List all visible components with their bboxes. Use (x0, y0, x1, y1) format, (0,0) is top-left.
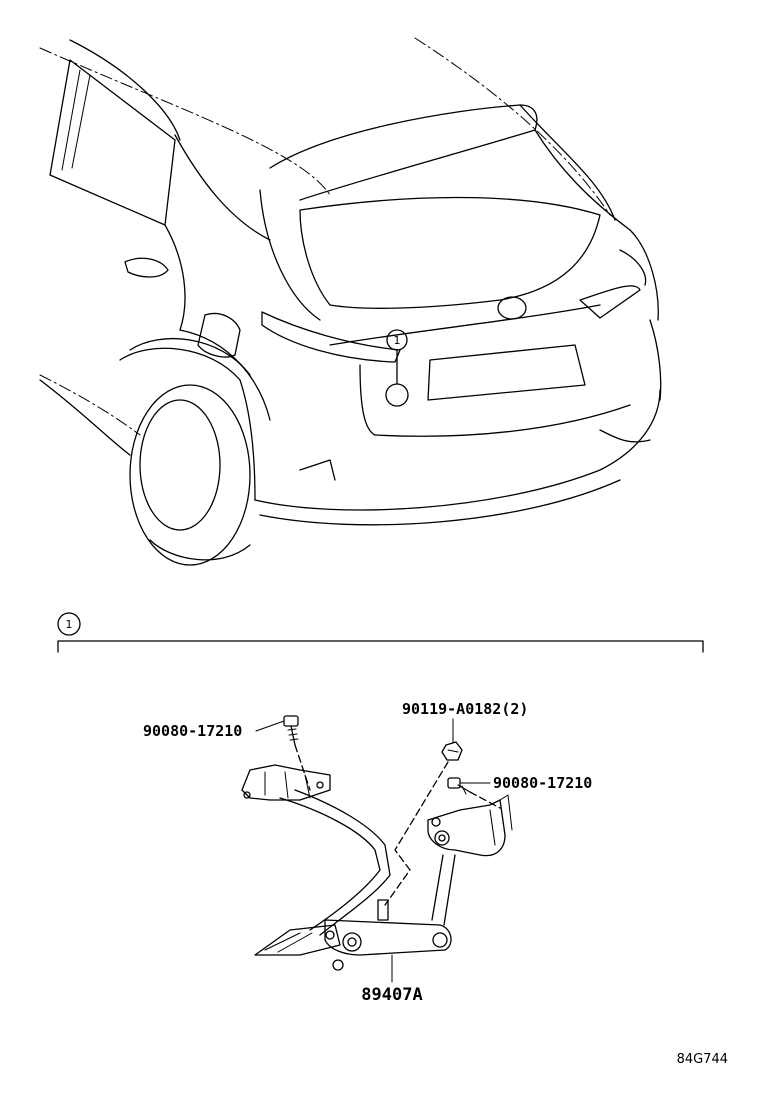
vehicle-rear-illustration (39, 37, 662, 566)
callout-marker-section (57, 612, 81, 636)
part-label-bolt-left[interactable]: 90080-17210 (143, 720, 285, 740)
callout-number-vehicle: 1 (394, 334, 401, 347)
callout-number-section: 1 (66, 618, 73, 631)
part-number-bolt-left: 90080-17210 (143, 722, 242, 740)
part-label-nut[interactable]: 90119-A0182(2) (402, 700, 528, 744)
vehicle-callout[interactable]: 1 (385, 329, 409, 407)
section-bracket (57, 640, 704, 653)
part-number-nut: 90119-A0182(2) (402, 700, 528, 718)
part-label-sensor-assembly[interactable]: 89407A (361, 954, 423, 1005)
part-number-bolt-right: 90080-17210 (493, 774, 592, 792)
bolt-left-icon (283, 715, 311, 791)
part-label-bolt-right[interactable]: 90080-17210 (459, 774, 592, 792)
section-header: 1 (57, 612, 704, 653)
part-number-sensor-assembly: 89407A (361, 985, 422, 1005)
sensor-location-marker (385, 383, 409, 407)
height-sensor-illustration (241, 715, 513, 971)
diagram-code: 84G744 (677, 1052, 728, 1067)
nut-icon (441, 741, 463, 761)
bolt-right-icon (447, 777, 501, 809)
